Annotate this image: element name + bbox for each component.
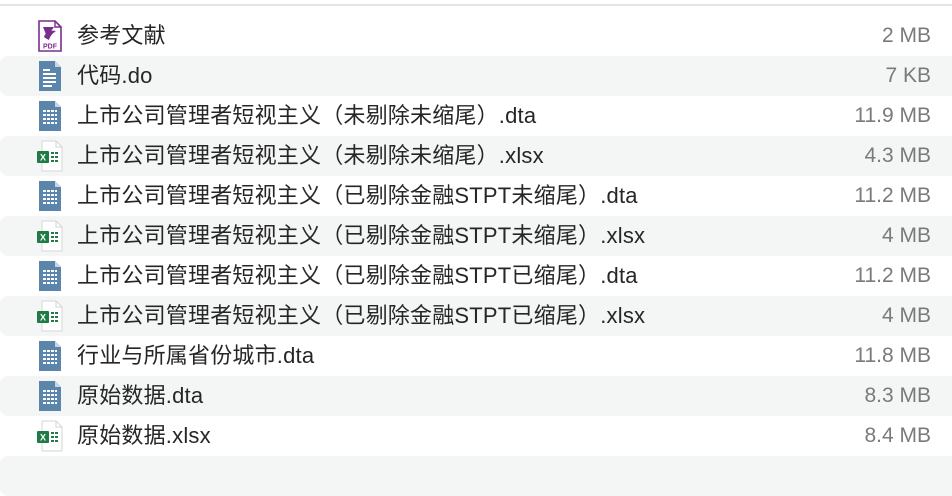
file-row[interactable]: X 原始数据.xlsx 8.4 MB xyxy=(0,416,952,456)
svg-text:PDF: PDF xyxy=(43,44,58,51)
file-row[interactable]: 行业与所属省份城市.dta 11.8 MB xyxy=(0,336,952,376)
file-name: 原始数据.xlsx xyxy=(77,423,211,448)
file-row[interactable]: X 上市公司管理者短视主义（未剔除未缩尾）.xlsx 4.3 MB xyxy=(0,136,952,176)
excel-icon: X xyxy=(37,140,63,172)
pdf-icon: PDF xyxy=(37,20,63,52)
svg-text:X: X xyxy=(40,433,46,443)
excel-icon: X xyxy=(37,220,63,252)
file-name: 上市公司管理者短视主义（已剔除金融STPT未缩尾）.xlsx xyxy=(77,223,646,248)
file-row[interactable]: 上市公司管理者短视主义（已剔除金融STPT已缩尾）.dta 11.2 MB xyxy=(0,256,952,296)
file-size: 11.2 MB xyxy=(854,264,931,287)
data-table-icon xyxy=(37,260,63,292)
list-top-divider xyxy=(0,4,952,6)
data-table-icon xyxy=(37,180,63,212)
file-name: 原始数据.dta xyxy=(77,383,204,408)
text-document-icon xyxy=(37,60,63,92)
file-name: 行业与所属省份城市.dta xyxy=(77,343,315,368)
file-size: 11.2 MB xyxy=(854,184,931,207)
file-row[interactable]: 上市公司管理者短视主义（未剔除未缩尾）.dta 11.9 MB xyxy=(0,96,952,136)
file-row[interactable]: 上市公司管理者短视主义（已剔除金融STPT未缩尾）.dta 11.2 MB xyxy=(0,176,952,216)
file-size: 4 MB xyxy=(881,304,931,327)
file-size: 11.8 MB xyxy=(854,344,931,367)
svg-text:X: X xyxy=(40,233,46,243)
file-name: 上市公司管理者短视主义（已剔除金融STPT已缩尾）.xlsx xyxy=(77,303,646,328)
svg-text:X: X xyxy=(40,313,46,323)
file-row[interactable]: X 上市公司管理者短视主义（已剔除金融STPT已缩尾）.xlsx 4 MB xyxy=(0,296,952,336)
empty-row xyxy=(0,456,952,496)
file-row[interactable]: 代码.do 7 KB xyxy=(0,56,952,96)
file-name: 参考文献 xyxy=(77,23,166,48)
file-row[interactable]: PDF 参考文献 2 MB xyxy=(0,16,952,56)
excel-icon: X xyxy=(37,300,63,332)
file-size: 8.3 MB xyxy=(864,384,931,407)
file-name: 上市公司管理者短视主义（已剔除金融STPT未缩尾）.dta xyxy=(77,183,638,208)
data-table-icon xyxy=(37,340,63,372)
data-table-icon xyxy=(37,100,63,132)
excel-icon: X xyxy=(37,420,63,452)
file-list: PDF 参考文献 2 MB 代码.do 7 KB 上市公司管理者短视主义（未剔除未缩… xyxy=(0,16,952,496)
file-name: 代码.do xyxy=(77,63,153,88)
svg-text:X: X xyxy=(40,153,46,163)
file-size: 8.4 MB xyxy=(864,424,931,447)
data-table-icon xyxy=(37,380,63,412)
file-name: 上市公司管理者短视主义（未剔除未缩尾）.dta xyxy=(77,103,537,128)
file-size: 7 KB xyxy=(885,64,931,87)
file-name: 上市公司管理者短视主义（未剔除未缩尾）.xlsx xyxy=(77,143,544,168)
file-size: 4 MB xyxy=(881,224,931,247)
file-row[interactable]: 原始数据.dta 8.3 MB xyxy=(0,376,952,416)
file-name: 上市公司管理者短视主义（已剔除金融STPT已缩尾）.dta xyxy=(77,263,638,288)
file-size: 4.3 MB xyxy=(864,144,931,167)
file-row[interactable]: X 上市公司管理者短视主义（已剔除金融STPT未缩尾）.xlsx 4 MB xyxy=(0,216,952,256)
file-size: 11.9 MB xyxy=(854,104,931,127)
file-size: 2 MB xyxy=(881,24,931,47)
